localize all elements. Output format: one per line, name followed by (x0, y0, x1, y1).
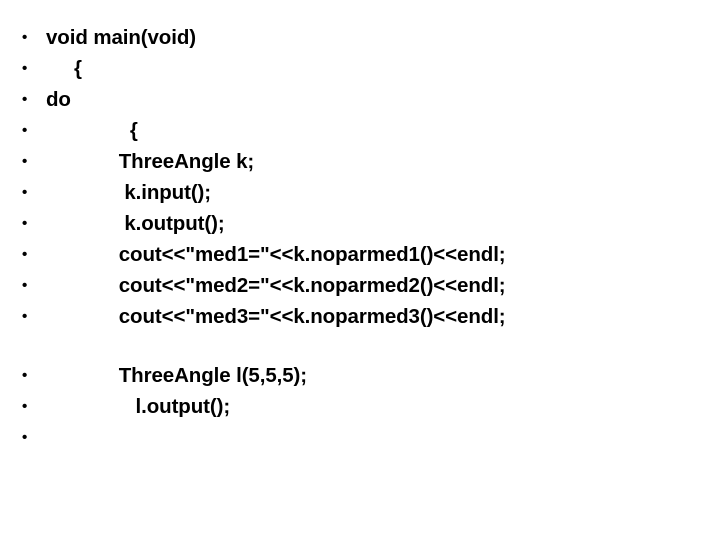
code-bullet-item: • ThreeAngle k; (0, 146, 720, 177)
code-line-text: k.output(); (46, 212, 225, 235)
code-line-text: { (46, 119, 138, 142)
bullet-point-icon: • (22, 184, 28, 201)
bullet-point-icon: • (22, 60, 28, 77)
code-bullet-item: • void main(void) (0, 22, 720, 53)
bullet-point-icon: • (22, 367, 28, 384)
bullet-group-spacer (0, 332, 720, 360)
bullet-point-icon: • (22, 215, 28, 232)
bullet-point-icon: • (22, 246, 28, 263)
code-line-text: cout<<"med2="<<k.noparmed2()<<endl; (46, 274, 506, 297)
code-bullet-item: • { (0, 53, 720, 84)
code-line-text: ThreeAngle k; (46, 150, 255, 173)
code-line-text: l.output(); (46, 395, 231, 418)
code-bullet-item: • do (0, 84, 720, 115)
code-line-text: void main(void) (46, 26, 196, 49)
code-bullet-item: • cout<<"med3="<<k.noparmed3()<<endl; (0, 301, 720, 332)
code-line-text: ThreeAngle l(5,5,5); (46, 364, 307, 387)
code-bullet-item: • cout<<"med2="<<k.noparmed2()<<endl; (0, 270, 720, 301)
bullet-point-icon: • (22, 308, 28, 325)
code-bullet-item: • k.output(); (0, 208, 720, 239)
code-line-text: { (46, 57, 82, 80)
code-bullet-list: •void main(void)• {•do• {• ThreeAngle k;… (0, 22, 720, 453)
bullet-point-icon: • (22, 122, 28, 139)
code-bullet-item: • (0, 422, 720, 453)
bullet-point-icon: • (22, 429, 28, 446)
bullet-point-icon: • (22, 91, 28, 108)
code-line-text: do (46, 88, 71, 111)
code-bullet-item: • k.input(); (0, 177, 720, 208)
code-bullet-item: • { (0, 115, 720, 146)
bullet-point-icon: • (22, 398, 28, 415)
bullet-point-icon: • (22, 29, 28, 46)
code-line-text: k.input(); (46, 181, 212, 204)
code-bullet-item: • l.output(); (0, 391, 720, 422)
code-line-text: cout<<"med3="<<k.noparmed3()<<endl; (46, 305, 506, 328)
bullet-point-icon: • (22, 277, 28, 294)
code-bullet-item: • ThreeAngle l(5,5,5); (0, 360, 720, 391)
code-bullet-item: • cout<<"med1="<<k.noparmed1()<<endl; (0, 239, 720, 270)
bullet-point-icon: • (22, 153, 28, 170)
code-line-text: cout<<"med1="<<k.noparmed1()<<endl; (46, 243, 506, 266)
